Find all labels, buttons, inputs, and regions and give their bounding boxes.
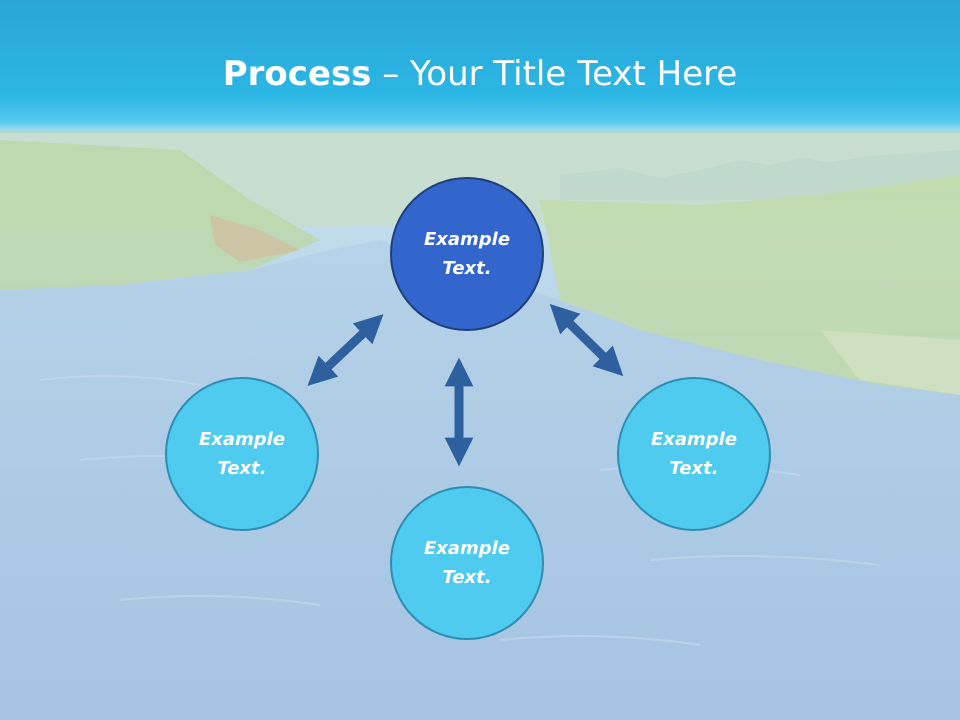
node-left-line2: Text. [217, 458, 267, 479]
title-rest: – Your Title Text Here [371, 54, 738, 94]
node-left-line1: Example [198, 429, 286, 450]
slide-title: Process – Your Title Text Here [0, 52, 960, 96]
arrow-top-left [307, 314, 384, 386]
title-bold: Process [222, 54, 372, 94]
title-bar [0, 0, 960, 135]
node-bottom-line1: Example [423, 538, 511, 559]
node-right-line2: Text. [669, 458, 719, 479]
node-top-line1: Example [423, 229, 511, 250]
node-top-line2: Text. [442, 258, 492, 279]
node-bottom-line2: Text. [442, 567, 492, 588]
node-right-line1: Example [650, 429, 738, 450]
arrow-top-right [549, 303, 624, 377]
